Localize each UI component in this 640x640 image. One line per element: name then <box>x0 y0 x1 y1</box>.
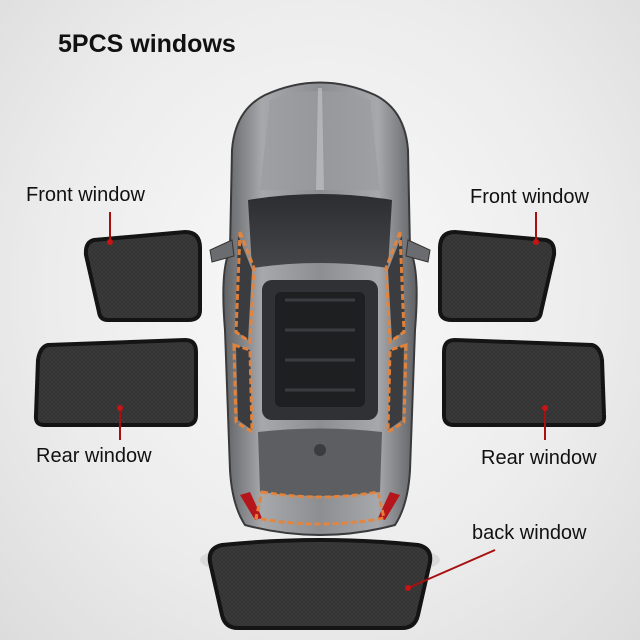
rear-left-shade <box>33 337 198 427</box>
rear-right-shade <box>442 337 607 427</box>
pointer-dots <box>107 239 548 591</box>
label-front-right: Front window <box>470 186 589 208</box>
label-rear-right: Rear window <box>481 447 597 469</box>
label-front-left: Front window <box>26 184 145 206</box>
page-title: 5PCS windows <box>58 30 236 58</box>
front-left-shade <box>83 229 202 322</box>
pointer-lines <box>109 212 546 589</box>
back-window-shade <box>207 538 433 630</box>
label-back: back window <box>472 522 587 544</box>
front-right-shade <box>438 229 557 322</box>
label-rear-left: Rear window <box>36 445 152 467</box>
car-top-view <box>200 81 440 580</box>
